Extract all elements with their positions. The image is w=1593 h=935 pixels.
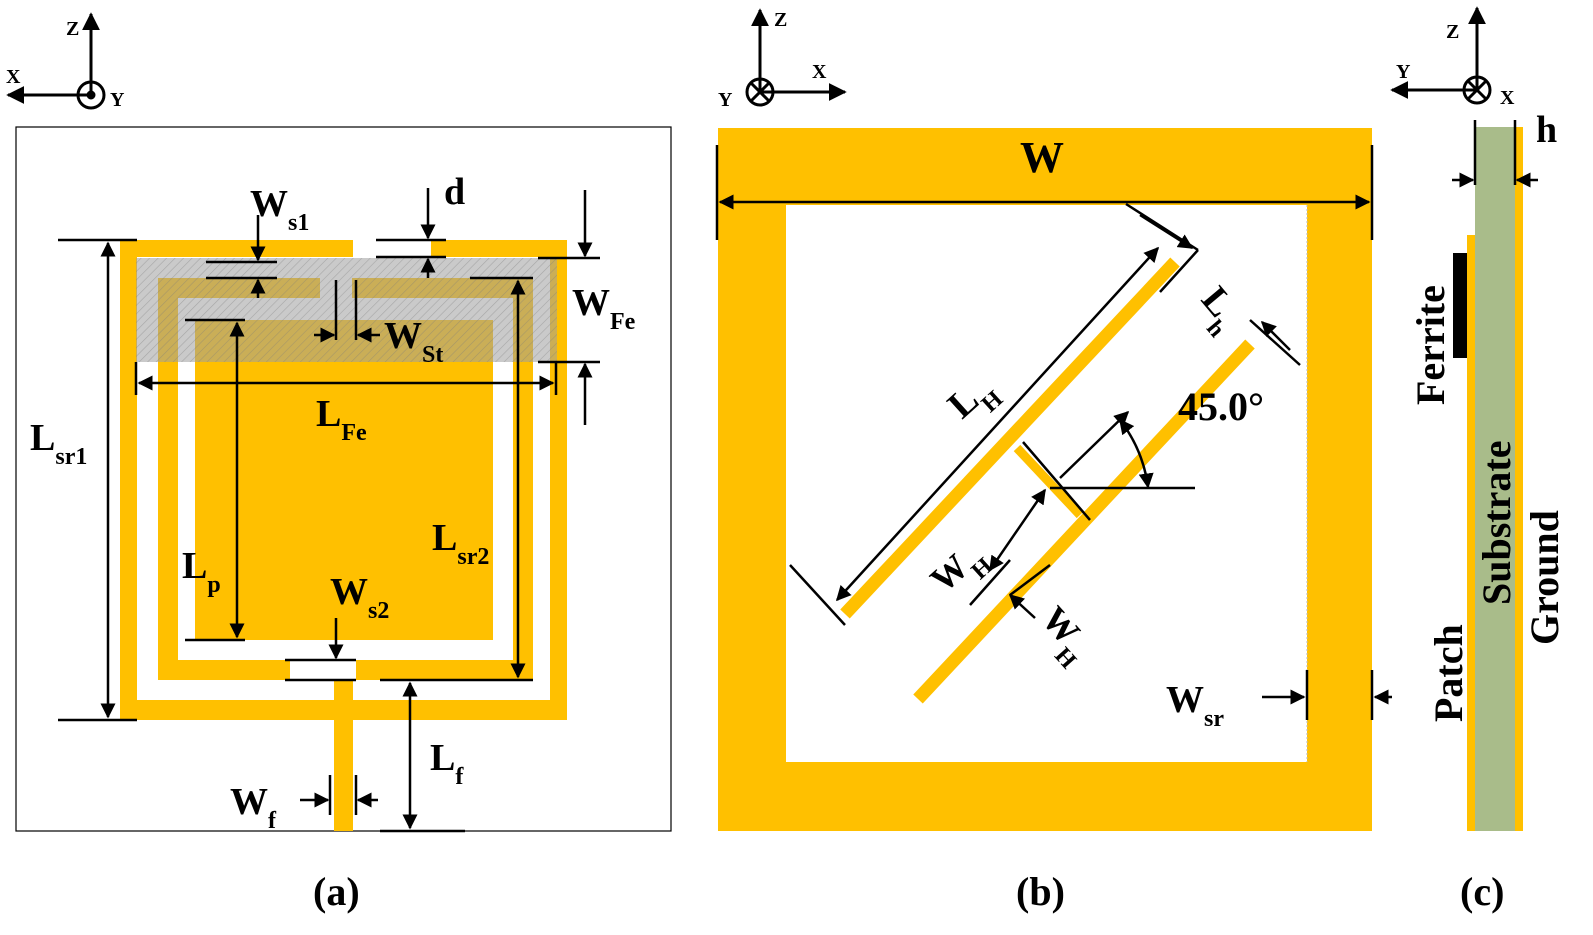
axis-z-label: Z: [774, 9, 787, 31]
label-wsr: Wsr: [1166, 679, 1224, 732]
axis-triad-b: [745, 8, 847, 107]
panel-a: Z X Y: [6, 12, 672, 914]
strip-bridge: [1013, 444, 1084, 519]
label-d: d: [444, 171, 465, 213]
axis-y-label: Y: [718, 89, 733, 111]
axis-x-label: X: [812, 61, 827, 83]
axis-y-label: Y: [110, 89, 125, 111]
label-lh: Lh: [1185, 279, 1250, 343]
panel-c: Z Y X h Ferrite Substrate Patch Ground (…: [1390, 6, 1567, 914]
label-ws2: Ws2: [330, 571, 389, 624]
label-lfe: LFe: [316, 393, 367, 446]
axis-y-label: Y: [1396, 61, 1411, 83]
axis-x-label: X: [6, 66, 21, 88]
label-wh-1: WH: [923, 533, 999, 608]
label-substrate: Substrate: [1474, 441, 1519, 605]
label-wh-2: WH: [1025, 599, 1100, 675]
label-lp: Lp: [182, 545, 221, 598]
ground-layer: [1515, 127, 1523, 831]
label-wfe: WFe: [572, 282, 636, 335]
axis-x-label: X: [1500, 87, 1515, 109]
label-ground: Ground: [1522, 510, 1567, 645]
axis-z-label: Z: [66, 18, 79, 40]
label-patch: Patch: [1426, 624, 1471, 722]
caption-a: (a): [313, 869, 360, 914]
patch-layer: [1467, 235, 1475, 831]
caption-b: (b): [1016, 869, 1065, 914]
label-wst: WSt: [384, 315, 443, 368]
label-wf: Wf: [230, 781, 277, 834]
label-lsr1: Lsr1: [30, 417, 87, 470]
label-lsr2: Lsr2: [432, 517, 489, 570]
axis-z-label: Z: [1446, 21, 1459, 43]
panel-b: Z X Y W: [715, 8, 1392, 914]
label-ws1: Ws1: [250, 183, 309, 236]
label-ferrite: Ferrite: [1408, 285, 1453, 405]
label-lf: Lf: [430, 737, 464, 790]
substrate-layer: [1475, 127, 1515, 831]
ferrite-side: [1453, 253, 1467, 358]
label-w: W: [1020, 133, 1064, 182]
caption-c: (c): [1460, 869, 1504, 914]
axis-triad-c: [1390, 6, 1492, 105]
label-angle: 45.0°: [1178, 384, 1264, 429]
label-h: h: [1536, 109, 1557, 151]
patch: [195, 320, 493, 640]
axis-triad-a: [6, 12, 106, 110]
